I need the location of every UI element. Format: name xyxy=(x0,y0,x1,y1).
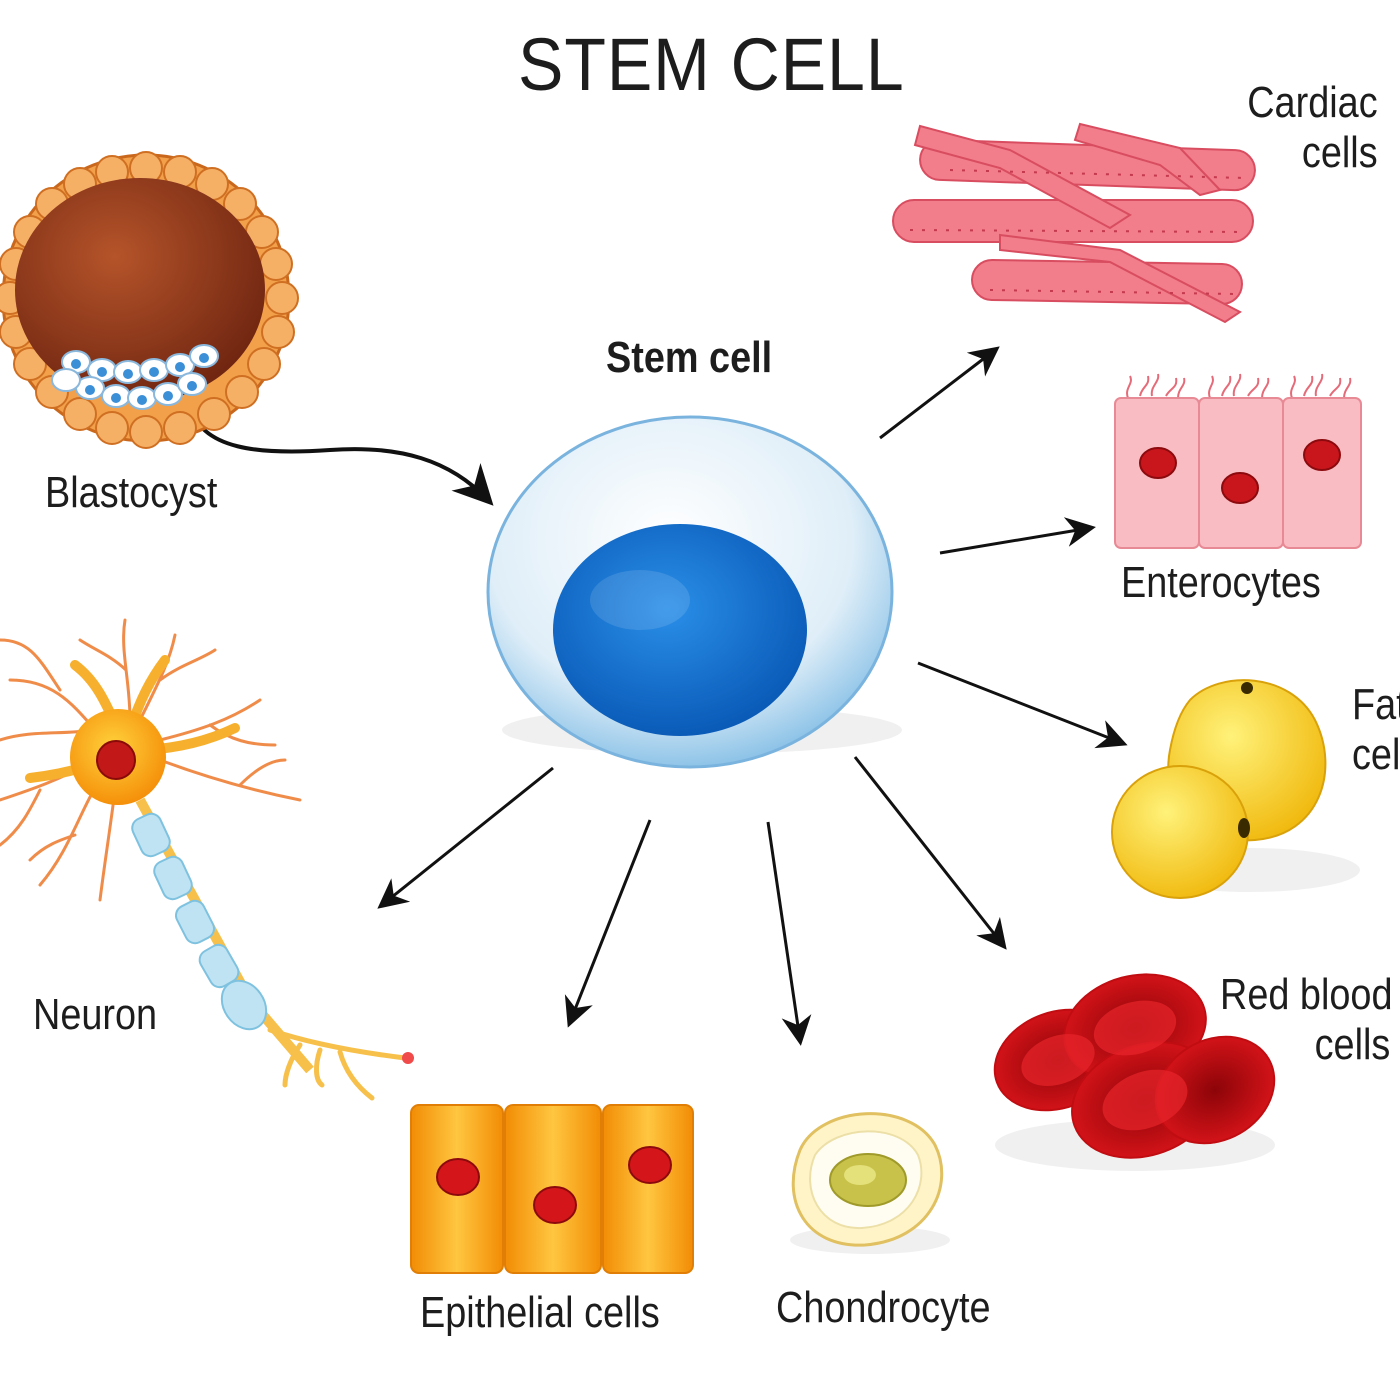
epithelial-cells-label: Epithelial cells xyxy=(420,1288,660,1337)
fat-cells-label-line2: cells xyxy=(1352,730,1400,779)
stem-cell-label: Stem cell xyxy=(606,333,773,382)
red-blood-cells-label-line1: Red blood xyxy=(1220,970,1393,1019)
enterocytes-label: Enterocytes xyxy=(1121,558,1321,607)
arrow-to-chondrocyte xyxy=(766,821,812,1046)
epithelial-cells-illustration xyxy=(410,1104,694,1274)
arrow-to-fat xyxy=(917,661,1128,749)
cardiac-cells-label-line1: Cardiac xyxy=(1247,78,1378,127)
cardiac-cells-label: Cardiac cells xyxy=(1248,78,1378,178)
neuron-label: Neuron xyxy=(33,990,158,1039)
blastocyst-label: Blastocyst xyxy=(45,468,218,517)
cardiac-cells-label-line2: cells xyxy=(1302,128,1378,177)
stem-cell-illustration xyxy=(486,415,902,769)
arrow-to-cardiac xyxy=(879,346,1000,440)
cardiac-cells-illustration xyxy=(892,122,1256,324)
fat-cells-illustration xyxy=(1111,679,1360,899)
red-blood-cells-label-line2: cells xyxy=(1314,1020,1391,1069)
arrow-to-red-blood xyxy=(853,756,1007,950)
arrow-to-enterocytes xyxy=(939,517,1096,555)
arrow-to-epithelial xyxy=(564,819,652,1028)
fat-cells-label: Fat cells xyxy=(1352,680,1400,780)
arrow-blastocyst-to-stem xyxy=(188,404,494,506)
arrows xyxy=(188,346,1128,1046)
arrow-to-neuron xyxy=(377,766,554,909)
chondrocyte-label: Chondrocyte xyxy=(776,1283,991,1332)
enterocytes-illustration xyxy=(1114,373,1362,549)
red-blood-cells-label: Red blood cells xyxy=(1220,970,1393,1070)
chondrocyte-illustration xyxy=(790,1112,950,1254)
neuron-illustration xyxy=(0,618,414,1101)
blastocyst-illustration xyxy=(0,151,299,449)
red-blood-cells-illustration xyxy=(993,973,1276,1171)
fat-cells-label-line1: Fat xyxy=(1352,680,1400,729)
diagram-title: STEM CELL xyxy=(518,23,905,106)
